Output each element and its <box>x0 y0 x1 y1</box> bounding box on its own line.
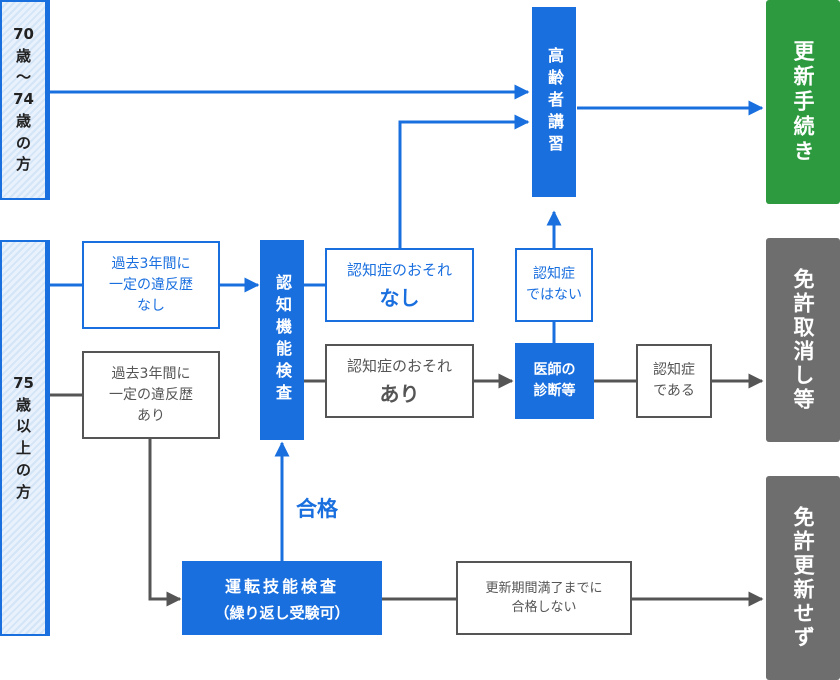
arrow-risk-none-to-course <box>398 114 530 248</box>
is-dementia-label: 認知症 である <box>653 362 695 399</box>
doctor-diagnosis-label: 医師の 診断等 <box>533 362 576 399</box>
result-no-renewal-label: 免許更新せず <box>791 506 815 650</box>
driving-test-box: 運転技能検査 （繰り返し受験可） <box>182 561 382 635</box>
doctor-diagnosis-box: 医師の 診断等 <box>515 343 594 419</box>
result-no-renewal-box: 免許更新せず <box>766 476 840 680</box>
driving-test-note: （繰り返し受験可） <box>214 604 350 622</box>
risk-yes-box: 認知症のおそれ あり <box>325 344 474 418</box>
risk-none-small: 認知症のおそれ <box>346 261 452 279</box>
result-renewal-box: 更新手続き <box>766 0 840 204</box>
not-dementia-label: 認知症 ではない <box>526 266 582 303</box>
result-revocation-box: 免許取消し等 <box>766 238 840 442</box>
not-dementia-box: 認知症 ではない <box>515 248 593 322</box>
risk-yes-big: あり <box>379 382 420 406</box>
arrow-history-yes-to-driving-test <box>148 438 182 607</box>
group-age-75-plus-label: 75 歳 以 上 の 方 <box>13 373 34 501</box>
result-revocation-label: 免許取消し等 <box>791 268 815 412</box>
risk-yes-small: 認知症のおそれ <box>346 357 452 375</box>
not-passed-box: 更新期間満了までに 合格しない <box>456 561 632 635</box>
cognitive-test-box: 認知機能検査 <box>260 240 304 440</box>
group-age-70-74: 70 歳 〜 74 歳 の 方 <box>0 0 50 200</box>
history-none-box: 過去3年間に 一定の違反歴 なし <box>82 241 220 329</box>
history-none-label: 過去3年間に 一定の違反歴 なし <box>109 255 193 314</box>
not-passed-label: 更新期間満了までに 合格しない <box>485 580 603 616</box>
risk-none-big: なし <box>379 286 420 310</box>
passed-label: 合格 <box>296 497 338 521</box>
history-yes-box: 過去3年間に 一定の違反歴 あり <box>82 351 220 439</box>
senior-course-label: 高齢者講習 <box>545 47 564 157</box>
history-yes-label: 過去3年間に 一定の違反歴 あり <box>109 365 193 424</box>
is-dementia-box: 認知症 である <box>636 344 712 418</box>
senior-course-box: 高齢者講習 <box>532 7 576 197</box>
risk-none-box: 認知症のおそれ なし <box>325 248 474 322</box>
cognitive-test-label: 認知機能検査 <box>273 274 292 406</box>
group-age-75-plus: 75 歳 以 上 の 方 <box>0 240 50 636</box>
result-renewal-label: 更新手続き <box>791 39 815 165</box>
driving-test-title: 運転技能検査 <box>224 577 339 596</box>
group-age-70-74-label: 70 歳 〜 74 歳 の 方 <box>13 24 34 174</box>
